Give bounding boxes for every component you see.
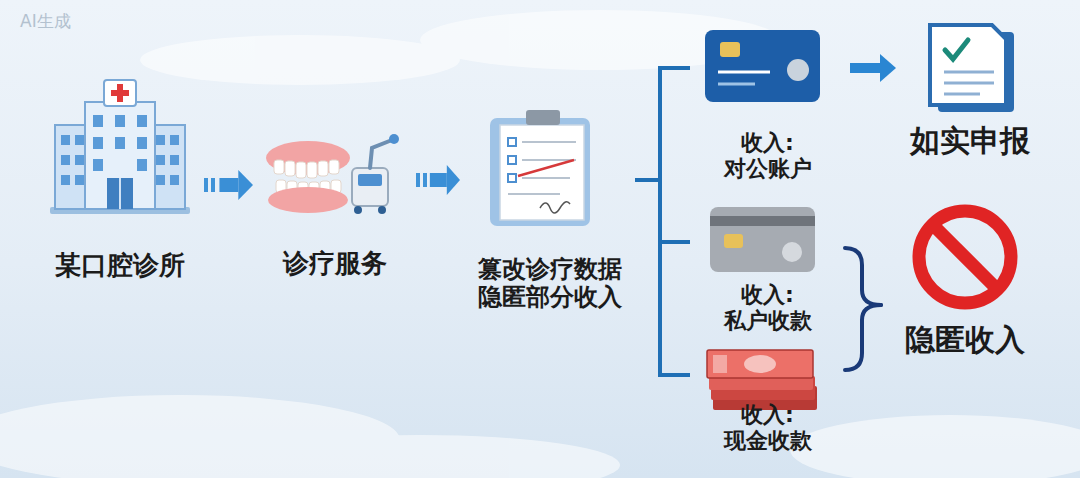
icon-node: 收入: 现金收款 — [690, 345, 845, 458]
node-label: 收入: 现金收款 — [716, 402, 820, 454]
connector — [845, 305, 881, 370]
icon-node: 某口腔诊所 — [41, 80, 199, 285]
connector — [204, 170, 253, 200]
connector — [416, 165, 460, 195]
watermark: AI生成 — [20, 11, 71, 31]
connector — [850, 54, 896, 82]
icon-node: 如实申报 — [901, 20, 1039, 163]
node-label: 收入: 私户收款 — [716, 282, 820, 334]
icon-node: 篡改诊疗数据 隐匿部分收入 — [465, 105, 635, 316]
node-label: 某口腔诊所 — [41, 250, 199, 281]
watermark-holder: AI生成 — [20, 10, 71, 33]
node-label: 收入: 对公账户 — [716, 130, 820, 182]
icon-node: 隐匿收入 — [881, 200, 1049, 362]
connector — [635, 68, 690, 180]
grey-bank-card — [710, 207, 815, 272]
connector — [635, 180, 690, 375]
clouds — [0, 10, 1080, 478]
node-label: 如实申报 — [901, 123, 1039, 158]
prohibition-sign — [919, 211, 1011, 303]
node-label: 隐匿收入 — [881, 322, 1049, 357]
connector — [845, 248, 881, 305]
connector — [635, 180, 690, 242]
blue-bank-card — [705, 30, 820, 102]
node-label: 诊疗服务 — [258, 248, 411, 279]
node-label: 篡改诊疗数据 隐匿部分收入 — [470, 255, 630, 312]
icon-node: 诊疗服务 — [258, 130, 411, 283]
hospital-icon — [50, 80, 190, 214]
cash-stack — [707, 350, 817, 410]
icon-node: 收入: 对公账户 — [690, 25, 845, 186]
document-check-icon — [930, 25, 1014, 112]
icon-node: 收入: 私户收款 — [690, 200, 845, 338]
teeth-and-dental-unit — [266, 134, 399, 214]
clipboard-icon — [490, 110, 590, 226]
